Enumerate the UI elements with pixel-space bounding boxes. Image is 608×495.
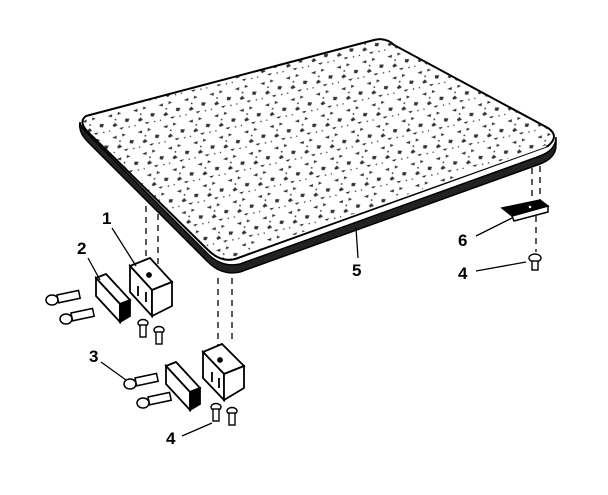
callout-2: 2: [77, 239, 86, 258]
corner-bracket-lower: [201, 342, 246, 403]
table-top: [78, 38, 557, 274]
callout-1: 1: [102, 209, 111, 228]
leader-lines: [87, 217, 527, 437]
screws-lower: [210, 402, 238, 426]
screw-right: [528, 253, 542, 271]
alignment-lines: [145, 166, 541, 346]
callout-3: 3: [89, 347, 98, 366]
callout-4-lower: 4: [166, 429, 176, 448]
screws-upper: [137, 318, 165, 345]
table-top-edge: [78, 121, 557, 274]
mounting-plate-upper: [94, 272, 132, 325]
corner-bracket-upper: [128, 256, 174, 319]
mounting-plate-lower: [164, 360, 202, 413]
bolts-lower: [123, 372, 173, 409]
bolts-upper: [45, 289, 96, 325]
clip: [500, 199, 550, 222]
callout-5: 5: [352, 261, 361, 280]
callout-6: 6: [458, 231, 467, 250]
callout-4-right: 4: [458, 264, 468, 283]
